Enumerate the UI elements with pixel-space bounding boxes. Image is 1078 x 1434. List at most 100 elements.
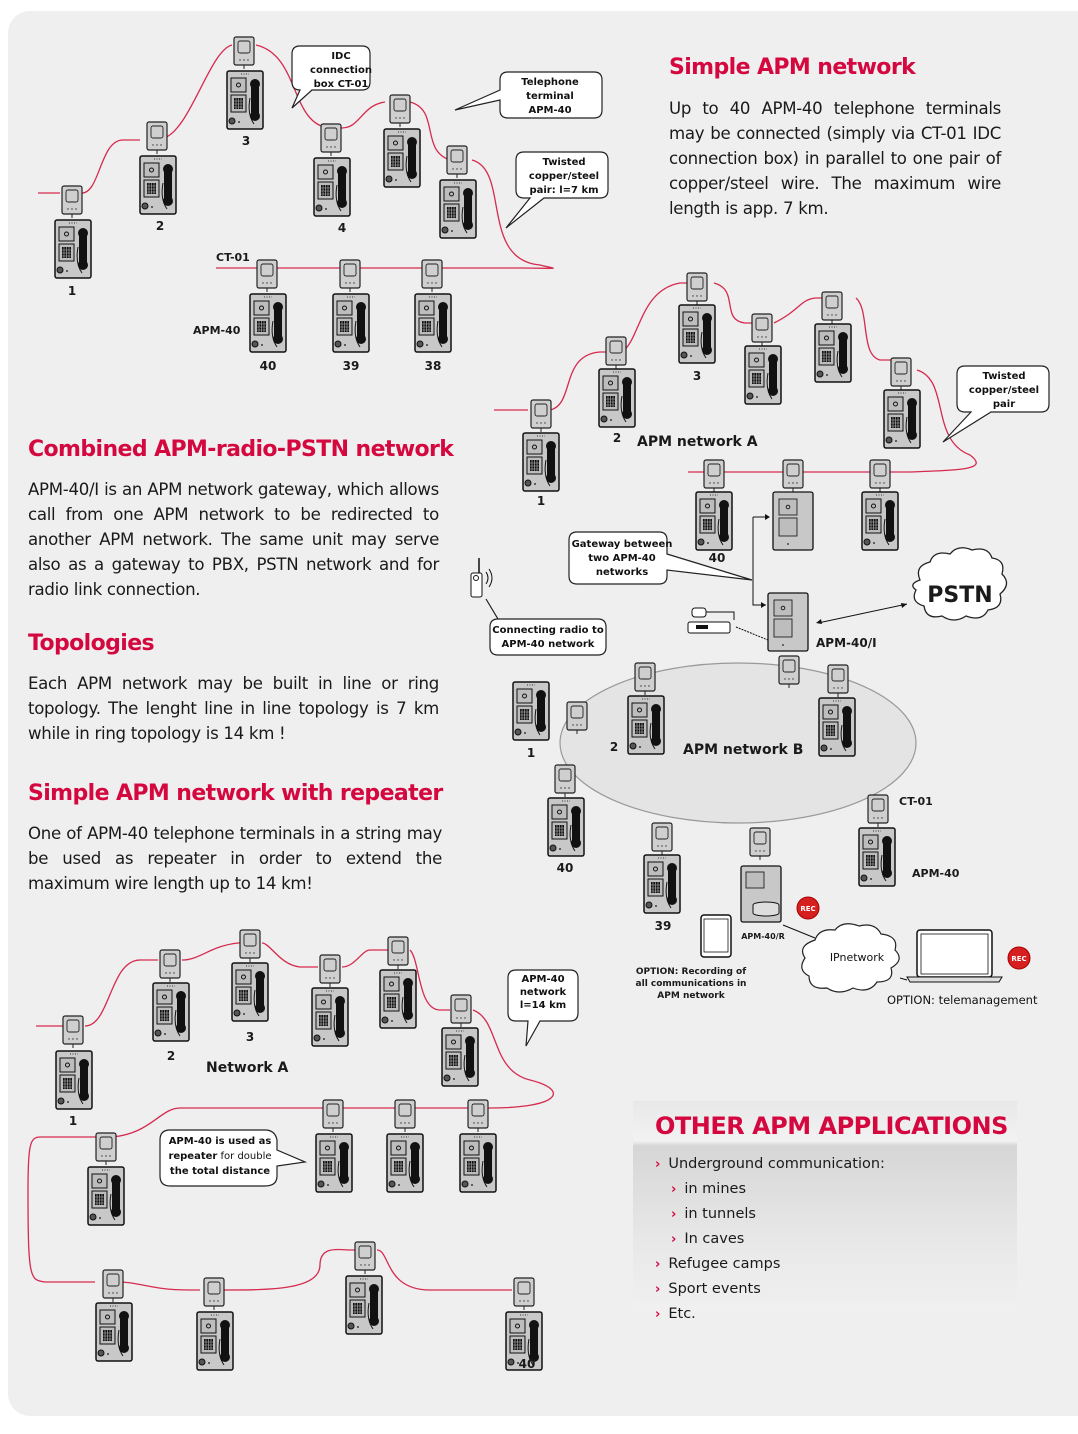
wire (27, 942, 554, 1291)
apm-40r-recorder (740, 827, 782, 923)
network-b-label: APM network B (683, 742, 803, 758)
terminal-2 (139, 121, 177, 215)
option-telemanagement: OPTION: telemanagement (887, 993, 1038, 1007)
callout-gateway: Gateway between two APM-40 networks (568, 531, 753, 585)
list-item: ›Underground communication: (655, 1156, 885, 1172)
terminal (883, 357, 921, 449)
terminal (311, 954, 349, 1047)
svg-text:APM-40 network: APM-40 network (502, 639, 595, 650)
diagram-simple-apm-network: 1 2 3 4 40 39 38 CT-01 APM-40 IDC connec… (38, 36, 609, 373)
apm40-label: APM-40 (193, 324, 241, 337)
terminal-a2 (598, 336, 636, 428)
terminal-2 (152, 949, 190, 1042)
tablet-icon (700, 914, 732, 958)
heading-combined-network: Combined APM-radio-PSTN network (28, 437, 454, 462)
svg-text:connection: connection (310, 65, 372, 76)
svg-text:pair: l=7 km: pair: l=7 km (529, 185, 598, 196)
svg-text:network: network (520, 987, 567, 998)
ip-network-cloud: IPnetwork (801, 923, 900, 993)
svg-text:IDC: IDC (331, 51, 350, 62)
svg-text:l=14 km: l=14 km (520, 1000, 566, 1011)
terminal (814, 291, 852, 383)
svg-text:networks: networks (596, 567, 648, 578)
network-a-label: Network A (206, 1060, 289, 1076)
heading-topologies: Topologies (28, 631, 155, 656)
pstn-label: PSTN (927, 583, 992, 608)
chevron-right-icon: › (655, 1257, 661, 1272)
recorder-unit-label: APM-40/R (741, 932, 785, 941)
radio-base-icon (687, 607, 735, 634)
terminal-40 (249, 259, 287, 353)
list-item: ›Etc. (655, 1306, 696, 1322)
svg-text:repeater for double: repeater for double (168, 1151, 271, 1162)
ct01-label: CT-01 (899, 795, 933, 808)
terminal-number: 4 (338, 221, 346, 235)
svg-text:IPnetwork: IPnetwork (830, 951, 885, 964)
chevron-right-icon: › (655, 1282, 661, 1297)
walkie-talkie-icon (470, 558, 493, 598)
text-repeater-network: One of APM-40 telephone terminals in a s… (28, 824, 442, 893)
terminal-number: 2 (610, 740, 618, 754)
terminal-38 (414, 259, 452, 353)
option-recording-text: APM network (657, 991, 725, 1001)
callout-repeater: APM-40 is used as repeater for double th… (159, 1129, 308, 1187)
svg-text:REC: REC (1011, 955, 1026, 963)
chevron-right-icon: › (671, 1232, 677, 1247)
callout-radio: Connecting radio to APM-40 network (485, 598, 607, 656)
terminal-number: 2 (167, 1049, 175, 1063)
heading-repeater-network: Simple APM network with repeater (28, 781, 443, 806)
applications-title: OTHER APM APPLICATIONS (655, 1112, 1008, 1140)
terminal-a3 (678, 272, 716, 364)
callout-idc-box: IDC connection box CT-01 (291, 45, 372, 109)
terminal-ct01 (858, 794, 896, 887)
terminal-number: 39 (655, 919, 672, 933)
other-applications-box: OTHER APM APPLICATIONS ›Underground comm… (633, 1101, 1017, 1322)
heading-simple-apm-network: Simple APM network (669, 55, 916, 80)
list-item: ›In caves (671, 1231, 745, 1247)
svg-text:copper/steel: copper/steel (969, 385, 1039, 396)
gateway-unit-label: APM-40/I (816, 636, 877, 650)
gateway-link (752, 516, 768, 606)
svg-text:two APM-40: two APM-40 (588, 553, 655, 564)
terminal (744, 313, 782, 405)
terminal (196, 1277, 234, 1371)
chevron-right-icon: › (671, 1207, 677, 1222)
terminal-number: 38 (425, 359, 442, 373)
terminal-1 (55, 1015, 93, 1110)
terminal-1 (54, 185, 92, 279)
terminal-number: 40 (709, 551, 726, 565)
list-item: ›in tunnels (671, 1206, 756, 1222)
rec-badge: REC (1007, 946, 1031, 970)
callout-network-length: APM-40 network l=14 km (507, 969, 579, 1047)
terminal-number: 40 (519, 1357, 536, 1371)
pstn-cloud: PSTN (912, 547, 1008, 621)
option-recording-text: OPTION: Recording of (636, 967, 746, 977)
svg-text:pair: pair (993, 399, 1015, 410)
terminal (383, 94, 421, 188)
svg-text:box CT-01: box CT-01 (314, 79, 369, 90)
chevron-right-icon: › (671, 1182, 677, 1197)
repeater-terminal (87, 1132, 125, 1226)
terminal-3 (226, 36, 264, 130)
applications-list: ›Underground communication: ›in mines ›i… (655, 1152, 885, 1327)
terminal-number: 2 (613, 431, 621, 445)
terminal-number: 39 (343, 359, 360, 373)
network-a-label: APM network A (637, 434, 758, 450)
terminal-number: 3 (693, 369, 701, 383)
ct01-label: CT-01 (216, 251, 250, 264)
terminal-b39 (643, 822, 681, 914)
svg-text:REC: REC (800, 905, 815, 913)
callout-telephone-terminal: Telephone terminal APM-40 (454, 71, 603, 119)
list-item: ›Sport events (655, 1281, 761, 1297)
wire (38, 44, 554, 270)
terminal-number: 1 (527, 746, 535, 760)
terminal-number: 2 (156, 219, 164, 233)
apm40-label: APM-40 (912, 867, 960, 880)
terminal-b-top (778, 655, 800, 689)
callout-twisted-pair: Twisted copper/steel pair: l=7 km (505, 151, 609, 229)
list-item: ›in mines (671, 1181, 747, 1197)
terminal-a1 (522, 399, 560, 492)
terminal-4 (313, 123, 351, 217)
terminal-number: 1 (68, 284, 76, 298)
wire (494, 282, 977, 473)
